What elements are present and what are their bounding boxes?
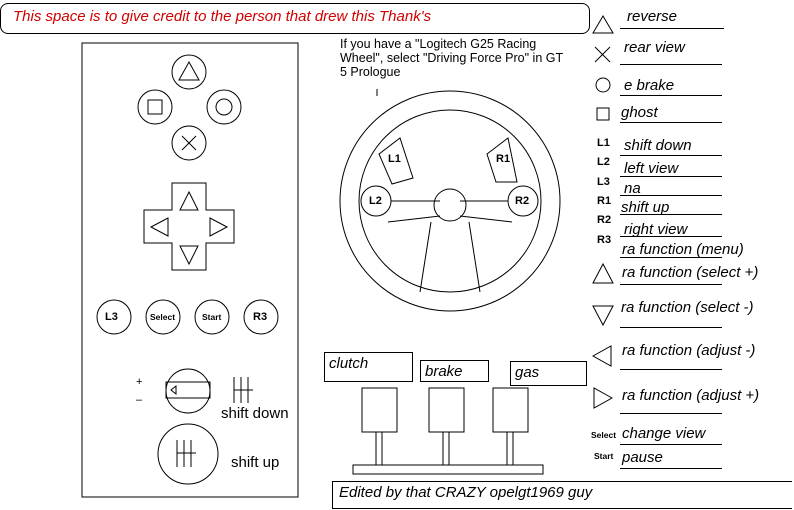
dpad-up-map-icon (592, 262, 614, 284)
gas-label: gas (515, 364, 540, 381)
map-start: pause (622, 449, 663, 466)
steering-wheel (339, 89, 561, 312)
select-label: Select (150, 312, 176, 322)
shift-down-label: shift down (221, 405, 289, 422)
key-l2: L2 (597, 156, 610, 168)
r3-button (243, 299, 279, 335)
credit-text: This space is to give credit to the pers… (13, 8, 432, 25)
h-shifter-knob-icon (157, 423, 219, 485)
wheel-r1-label: R1 (496, 153, 511, 165)
brake-label-box: brake (420, 360, 489, 382)
square-icon (596, 107, 610, 121)
map-circle: e brake (624, 77, 675, 94)
controller-outline (81, 42, 299, 498)
start-label: Start (202, 312, 222, 322)
map-l3: na (624, 180, 641, 197)
map-triangle: reverse (627, 8, 678, 25)
map-r1: shift up (621, 199, 670, 216)
clutch-label-box: clutch (324, 352, 413, 382)
start-button (194, 299, 230, 335)
cross-button (171, 125, 207, 161)
key-r1: R1 (597, 195, 612, 207)
map-dpad-up: ra function (select +) (622, 264, 759, 281)
triangle-button (171, 54, 207, 90)
key-r2: R2 (597, 214, 612, 226)
triangle-icon (592, 15, 614, 34)
map-r2: right view (624, 221, 688, 238)
pedal-assembly (352, 387, 544, 475)
clutch-label: clutch (329, 355, 369, 372)
key-l1: L1 (597, 137, 610, 149)
dpad-left-icon (149, 217, 169, 237)
brake-label: brake (425, 363, 463, 380)
dpad-down-map-icon (592, 305, 614, 327)
square-button (137, 89, 173, 125)
map-cross: rear view (624, 39, 685, 56)
dpad-right-map-icon (593, 387, 614, 409)
shift-up-label: shift up (231, 454, 280, 471)
l3-label: L3 (105, 311, 118, 323)
dpad-right-icon (209, 217, 229, 237)
circle-button (206, 89, 242, 125)
key-r3: R3 (597, 234, 612, 246)
gas-label-box: gas (510, 361, 587, 386)
map-dpad-down: ra function (select -) (621, 299, 754, 316)
map-dpad-right: ra function (adjust +) (622, 387, 760, 404)
edited-by-text: Edited by that CRAZY opelgt1969 guy (339, 484, 593, 501)
dpad-left-map-icon (591, 345, 612, 367)
l3-button (96, 299, 132, 335)
select-button (145, 299, 181, 335)
wheel-l1-label: L1 (388, 153, 401, 165)
shift-minus-label: – (136, 394, 143, 406)
cross-icon (594, 46, 611, 63)
dpad (143, 182, 235, 271)
key-start: Start (594, 451, 614, 461)
r3-label: R3 (253, 311, 268, 323)
gate-shifter-icon (233, 377, 253, 403)
credit-banner: This space is to give credit to the pers… (0, 3, 590, 34)
wheel-r2-label: R2 (515, 195, 530, 207)
sequential-shifter-icon (165, 368, 211, 414)
wheel-l2-label: L2 (369, 195, 382, 207)
circle-icon (595, 77, 611, 93)
map-square: ghost (621, 104, 658, 121)
map-r3: ra function (menu) (622, 241, 744, 258)
map-l2: left view (624, 160, 679, 177)
dpad-up-icon (179, 190, 199, 211)
map-select: change view (622, 425, 706, 442)
logitech-note: If you have a "Logitech G25 Racing Wheel… (340, 37, 563, 79)
edited-by-banner: Edited by that CRAZY opelgt1969 guy (332, 481, 792, 509)
map-dpad-left: ra function (adjust -) (622, 342, 756, 359)
key-l3: L3 (597, 176, 610, 188)
shift-plus-label: + (136, 376, 143, 388)
dpad-down-icon (179, 245, 199, 266)
key-select: Select (591, 430, 617, 440)
map-l1: shift down (624, 137, 692, 154)
